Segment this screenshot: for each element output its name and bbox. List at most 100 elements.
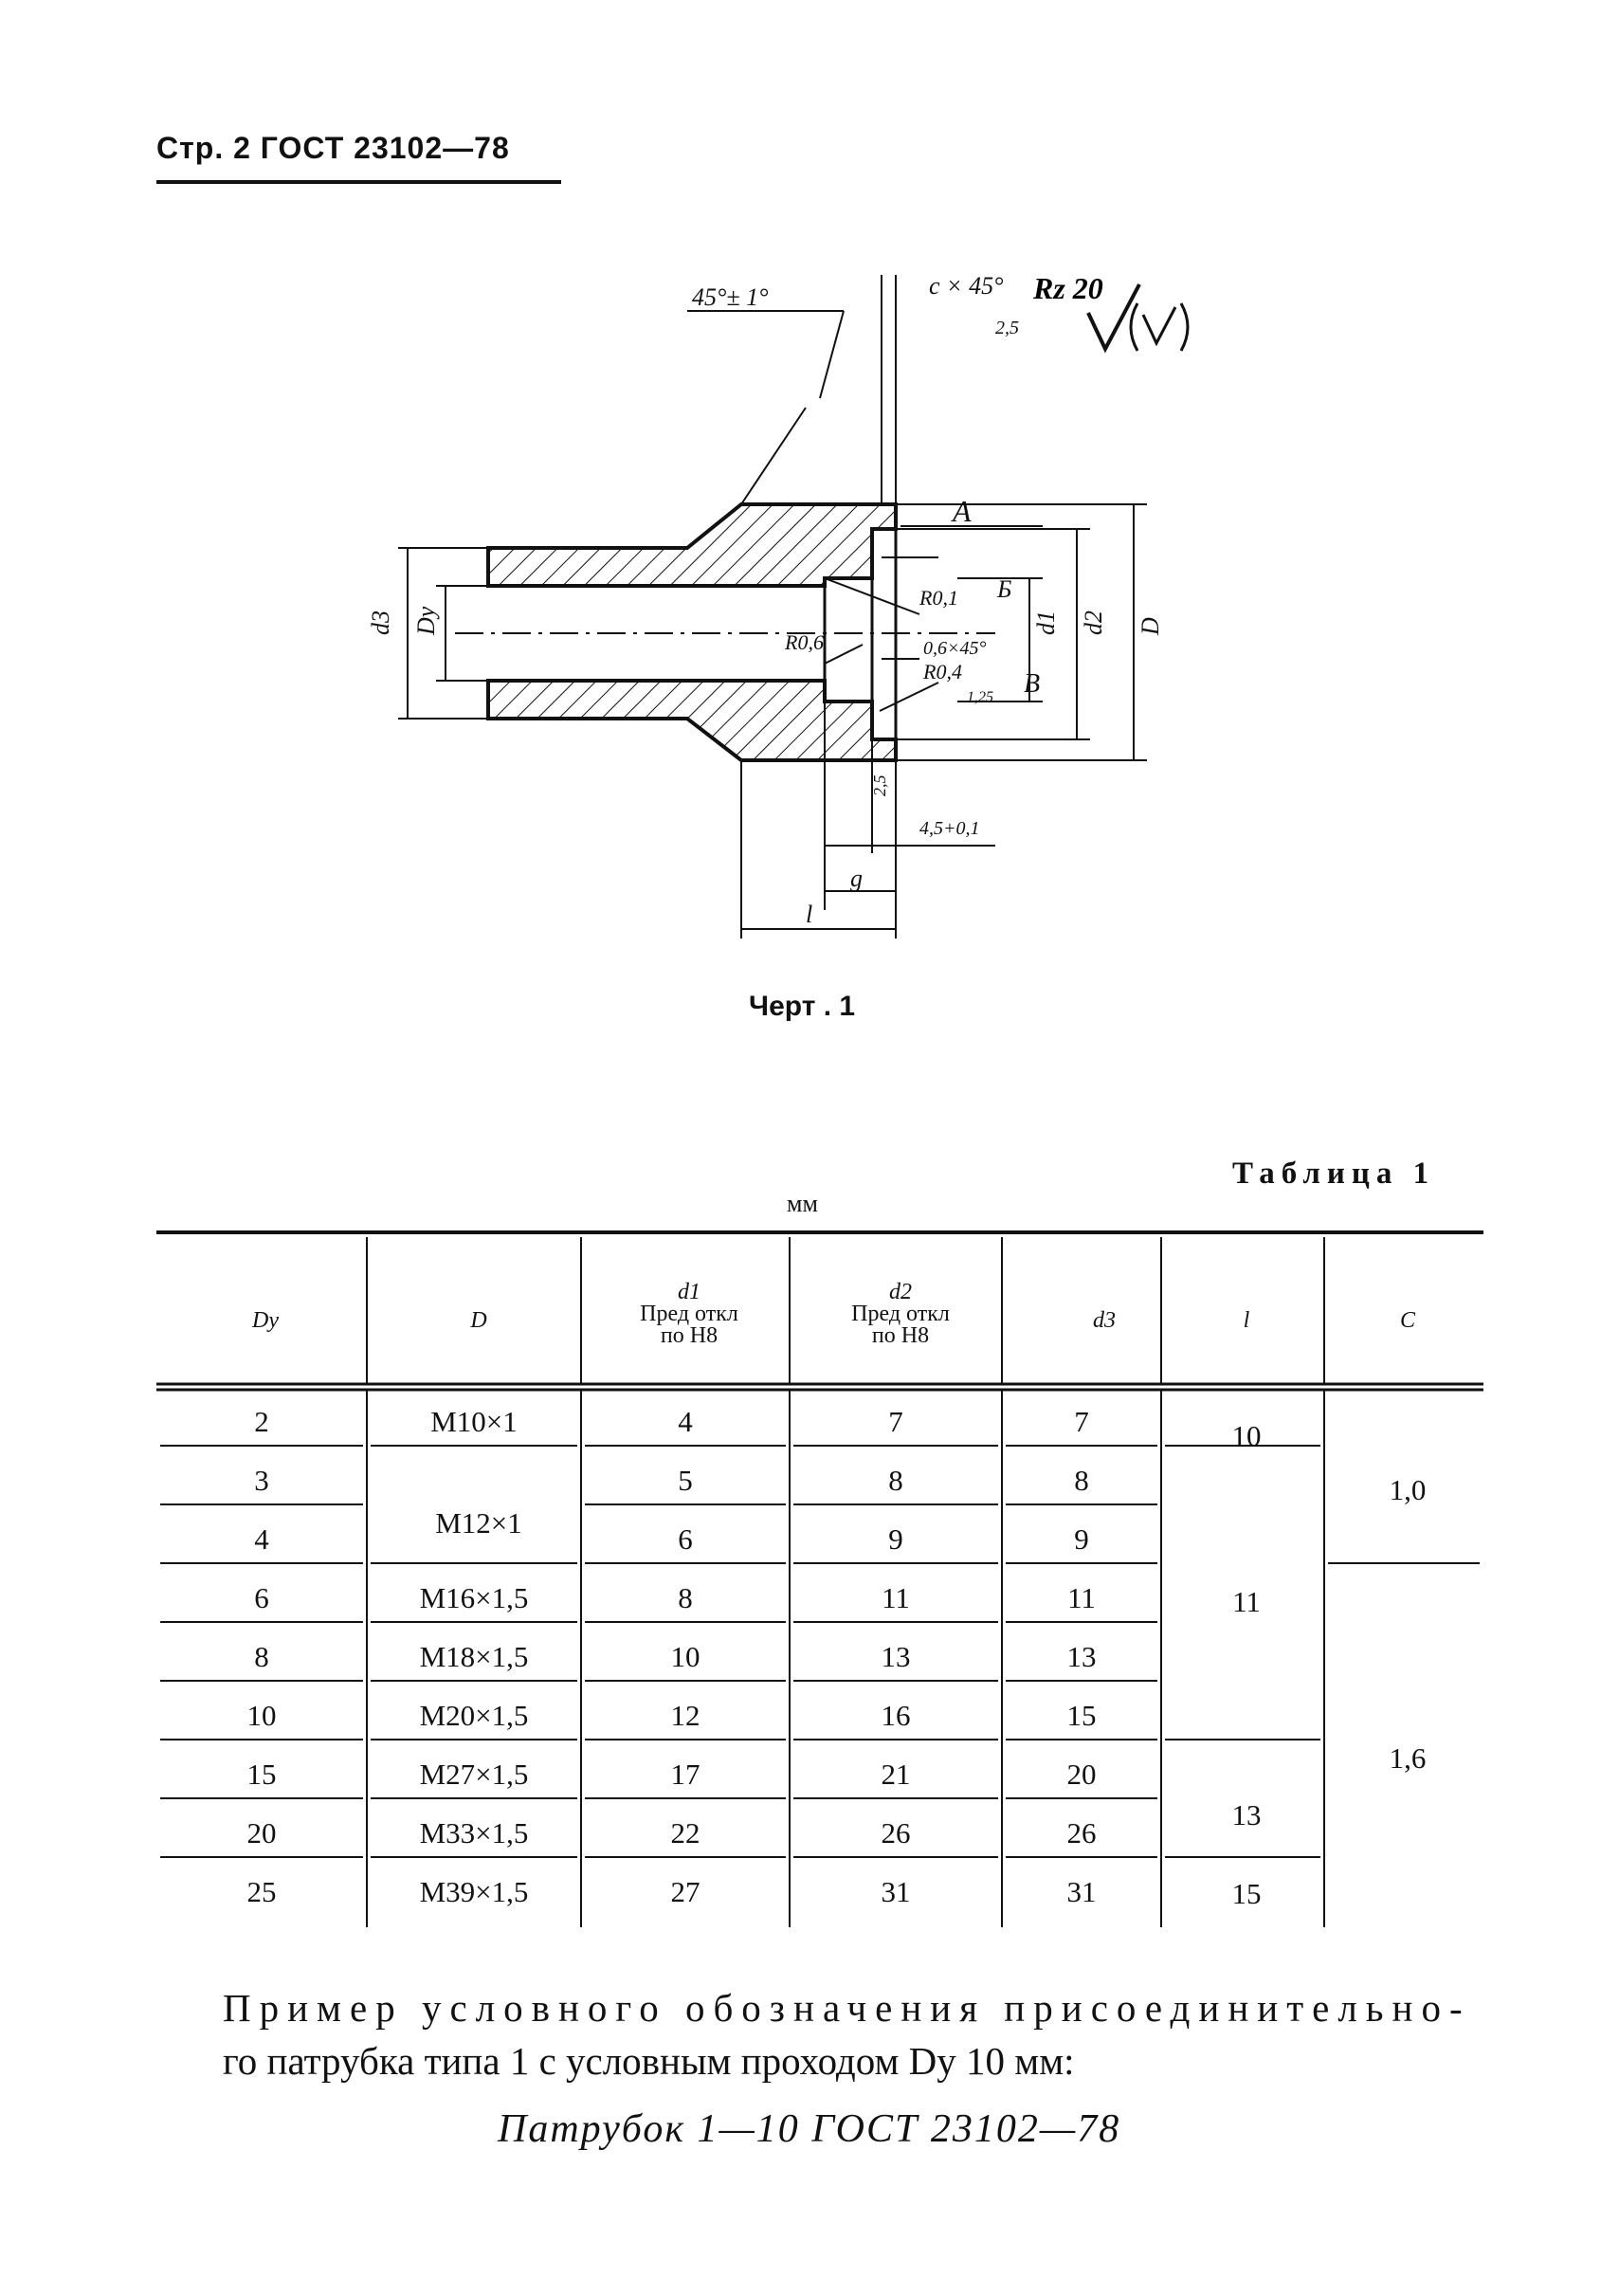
cell-d3: 15 (1067, 1699, 1097, 1732)
svg-text:c × 45°: c × 45° (929, 272, 1003, 300)
cell-c-16: 1,6 (1390, 1741, 1427, 1775)
svg-text:Б: Б (996, 575, 1011, 603)
header-l: l (1244, 1308, 1250, 1333)
svg-text:2,5: 2,5 (995, 318, 1019, 338)
cell-d3: 20 (1067, 1758, 1097, 1791)
roughness-symbol: Rz 20 (1032, 271, 1190, 354)
units-label: мм (787, 1190, 818, 1217)
cell-d1: 10 (671, 1640, 700, 1673)
cell-D: M18×1,5 (420, 1640, 529, 1673)
svg-text:Dy: Dy (412, 606, 440, 636)
cell-d3: 7 (1074, 1405, 1089, 1438)
header-d3: d3 (1093, 1308, 1116, 1333)
cell-d1: 27 (671, 1875, 700, 1908)
cell-D: M16×1,5 (420, 1581, 529, 1614)
cell-D: M27×1,5 (420, 1758, 529, 1791)
table-grid (156, 1230, 1483, 1927)
example-line-1: Пример условного обозначения присоединит… (223, 1986, 1471, 2030)
header-d2-tol: Пред откл (851, 1302, 950, 1326)
header-d1: d1 (678, 1280, 700, 1304)
cell-d1: 12 (671, 1699, 700, 1732)
svg-text:R0,6: R0,6 (784, 630, 824, 654)
cell-d1: 8 (678, 1581, 693, 1614)
cell-l-15: 15 (1232, 1877, 1262, 1910)
merged-cells: M12×1 10 11 13 15 1,0 1,6 (435, 1419, 1426, 1910)
svg-text:В: В (1024, 669, 1040, 699)
cell-dy: 2 (254, 1405, 269, 1438)
cell-dy: 6 (254, 1581, 269, 1614)
cell-d2: 26 (882, 1816, 911, 1850)
drawing-caption: Черт . 1 (749, 991, 856, 1022)
cell-dy: 4 (254, 1522, 269, 1556)
cell-d2: 16 (882, 1699, 911, 1732)
table-header: Dy D d1 Пред откл по H8 d2 Пред откл по … (251, 1280, 1416, 1348)
data-table: Dy D d1 Пред откл по H8 d2 Пред откл по … (156, 1230, 1483, 1927)
cell-l-10: 10 (1232, 1419, 1262, 1452)
page-header: Стр. 2 ГОСТ 23102—78 (156, 131, 510, 165)
cell-dy: 25 (247, 1875, 277, 1908)
cell-d3: 11 (1067, 1581, 1096, 1614)
cell-dy: 8 (254, 1640, 269, 1673)
dimension-lines (398, 275, 1147, 938)
header-d2: d2 (889, 1280, 912, 1304)
cell-dy: 15 (247, 1758, 277, 1791)
cell-d2: 11 (882, 1581, 910, 1614)
cell-D-m12: M12×1 (435, 1506, 522, 1540)
cell-d2: 8 (888, 1464, 903, 1497)
header-D: D (469, 1308, 486, 1333)
drawing-labels: 45°± 1° c × 45° 2,5 А R0,1 Б R0,6 0,6×45… (367, 272, 1164, 928)
svg-text:4,5+0,1: 4,5+0,1 (919, 818, 980, 839)
example-line-2: го патрубка типа 1 с условным проходом D… (223, 2039, 1075, 2083)
header-rule (156, 180, 561, 184)
technical-drawing: Rz 20 (367, 271, 1190, 938)
cell-d3: 26 (1067, 1816, 1097, 1850)
cell-d1: 17 (671, 1758, 700, 1791)
svg-text:D: D (1137, 617, 1164, 636)
header-d2-h8: по H8 (872, 1323, 929, 1348)
cell-d2: 13 (882, 1640, 911, 1673)
svg-text:g: g (850, 865, 863, 892)
cell-d2: 21 (882, 1758, 911, 1791)
cell-c-10: 1,0 (1390, 1473, 1427, 1506)
svg-text:0,6×45°: 0,6×45° (923, 638, 987, 659)
cell-l-11: 11 (1232, 1585, 1261, 1618)
cell-d3: 31 (1067, 1875, 1097, 1908)
example-designation: Патрубок 1—10 ГОСТ 23102—78 (498, 2107, 1121, 2151)
svg-text:d2: d2 (1080, 610, 1107, 635)
table-label: Таблица 1 (1232, 1157, 1436, 1191)
cell-d1: 22 (671, 1816, 700, 1850)
header-d1-h8: по H8 (661, 1323, 718, 1348)
svg-text:d3: d3 (367, 610, 394, 635)
svg-text:R0,1: R0,1 (919, 586, 958, 610)
cell-d3: 13 (1067, 1640, 1097, 1673)
cell-D: M39×1,5 (420, 1875, 529, 1908)
cell-d1: 5 (678, 1464, 693, 1497)
roughness-value: Rz 20 (1032, 271, 1103, 305)
header-c: C (1400, 1308, 1416, 1333)
svg-text:А: А (951, 494, 972, 528)
cell-d2: 7 (888, 1405, 903, 1438)
cell-d1: 4 (678, 1405, 693, 1438)
svg-text:d1: d1 (1032, 610, 1060, 635)
svg-text:1,25: 1,25 (967, 689, 993, 705)
svg-text:45°± 1°: 45°± 1° (692, 283, 769, 311)
cell-dy: 20 (247, 1816, 277, 1850)
cell-dy: 3 (254, 1464, 269, 1497)
example-paragraph: Пример условного обозначения присоединит… (223, 1981, 1493, 2087)
cell-d2: 31 (882, 1875, 911, 1908)
svg-text:l: l (806, 901, 812, 928)
part-section (455, 502, 995, 762)
cell-D: M10×1 (430, 1405, 518, 1438)
cell-d2: 9 (888, 1522, 903, 1556)
cell-D: M33×1,5 (420, 1816, 529, 1850)
cell-dy: 10 (247, 1699, 277, 1732)
svg-text:R0,4: R0,4 (922, 660, 962, 683)
header-dy: Dy (251, 1308, 279, 1333)
svg-text:2,5: 2,5 (870, 775, 889, 797)
cell-d3: 9 (1074, 1522, 1089, 1556)
cell-d1: 6 (678, 1522, 693, 1556)
cell-l-13: 13 (1232, 1798, 1262, 1831)
cell-d3: 8 (1074, 1464, 1089, 1497)
cell-D: M20×1,5 (420, 1699, 529, 1732)
